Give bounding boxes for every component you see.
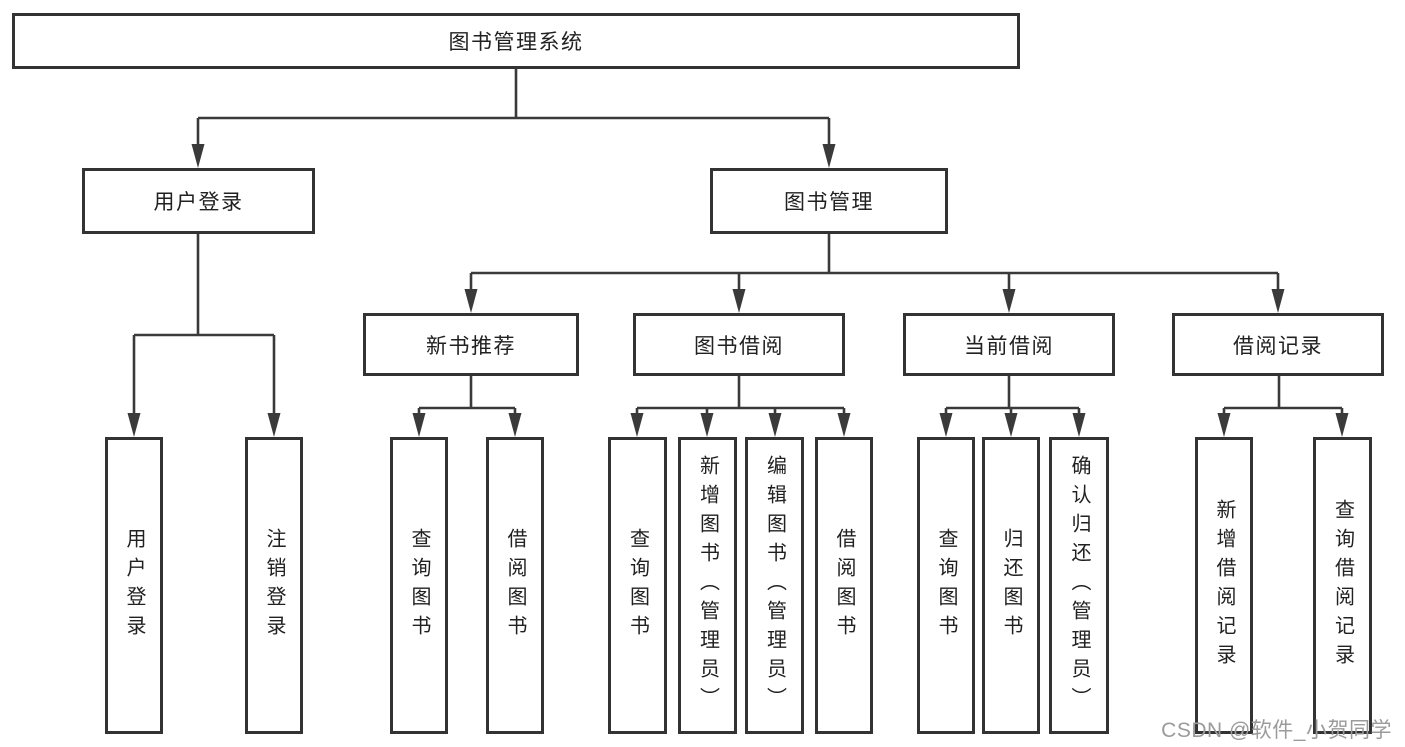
leaf-return-book: 归还图书 (982, 437, 1040, 734)
leaf-logout-label: 注销登录 (263, 527, 285, 644)
node-new-book-recommendation: 新书推荐 (363, 313, 579, 376)
node-book-management: 图书管理 (710, 168, 948, 234)
leaf-add-book-admin-label: 新增图书（管理员） (696, 455, 719, 716)
leaf-recommend-borrow-books-label: 借阅图书 (504, 527, 526, 644)
arrowheads (127, 144, 1349, 437)
csdn-watermark: CSDN @软件_小贺同学 (1161, 719, 1392, 742)
leaf-recommend-query-books-label: 查询图书 (408, 527, 430, 644)
node-root: 图书管理系统 (12, 13, 1020, 69)
leaf-current-query-books-label: 查询图书 (935, 527, 957, 644)
connector-book-borrow (635, 376, 846, 416)
leaf-borrow-books: 借阅图书 (815, 437, 873, 734)
leaf-recommend-query-books: 查询图书 (390, 437, 448, 734)
leaf-recommend-borrow-books: 借阅图书 (486, 437, 544, 734)
leaf-user-login: 用户登录 (105, 437, 163, 734)
leaf-edit-book-admin: 编辑图书（管理员） (745, 437, 804, 734)
leaf-query-borrow-record: 查询借阅记录 (1313, 437, 1372, 734)
node-root-label: 图书管理系统 (448, 31, 584, 54)
connector-current-borrow (944, 376, 1081, 416)
connector-root (196, 69, 831, 146)
leaf-edit-book-admin-label: 编辑图书（管理员） (763, 455, 786, 716)
leaf-borrow-query-books: 查询图书 (608, 437, 667, 734)
leaf-confirm-return-admin-label: 确认归还（管理员） (1068, 455, 1090, 716)
node-book-borrowing-label: 图书借阅 (694, 334, 784, 358)
node-new-book-recommendation-label: 新书推荐 (426, 334, 516, 358)
node-user-login-label: 用户登录 (153, 191, 244, 214)
connector-new-book (417, 376, 517, 416)
leaf-add-borrow-record: 新增借阅记录 (1195, 437, 1253, 734)
connector-user-login (132, 234, 276, 415)
node-borrowing-records-label: 借阅记录 (1233, 334, 1323, 358)
leaf-confirm-return-admin: 确认归还（管理员） (1049, 437, 1109, 734)
node-book-borrowing: 图书借阅 (633, 313, 845, 376)
node-current-borrowing-label: 当前借阅 (964, 334, 1054, 358)
connector-book-management (469, 234, 1280, 291)
leaf-logout: 注销登录 (245, 437, 303, 734)
connector-borrow-records (1222, 376, 1344, 416)
leaf-query-borrow-record-label: 查询借阅记录 (1331, 498, 1354, 673)
leaf-borrow-query-books-label: 查询图书 (626, 527, 649, 644)
node-borrowing-records: 借阅记录 (1172, 313, 1384, 376)
node-current-borrowing: 当前借阅 (903, 313, 1115, 376)
leaf-user-login-label: 用户登录 (123, 527, 145, 644)
leaf-add-book-admin: 新增图书（管理员） (678, 437, 737, 734)
leaf-borrow-books-label: 借阅图书 (833, 527, 855, 644)
node-user-login: 用户登录 (82, 168, 315, 234)
node-book-management-label: 图书管理 (784, 191, 874, 214)
leaf-current-query-books: 查询图书 (917, 437, 975, 734)
leaf-add-borrow-record-label: 新增借阅记录 (1213, 498, 1235, 673)
leaf-return-book-label: 归还图书 (1000, 527, 1022, 644)
